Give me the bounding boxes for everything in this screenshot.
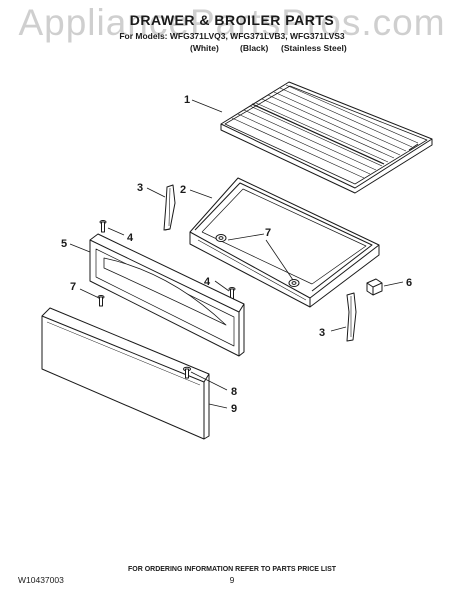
variant-stainless: (Stainless Steel) (281, 43, 347, 53)
callout-panel: 9 (231, 403, 237, 415)
callout-left-screw: 7 (70, 281, 76, 293)
variant-black: (Black) (240, 43, 269, 53)
leader-lines (69, 99, 404, 409)
callout-drawer: 2 (180, 184, 186, 196)
ordering-info: FOR ORDERING INFORMATION REFER TO PARTS … (127, 566, 337, 573)
variant-white: (White) (190, 43, 219, 53)
callout-rack: 1 (184, 94, 190, 106)
drawer-panel (41, 307, 210, 440)
model-list: For Models: WFG371LVQ3, WFG371LVB3, WFG3… (119, 31, 345, 41)
left-screw (97, 295, 105, 307)
document-number: W10437003 (18, 575, 64, 585)
callout-panel-screw: 8 (231, 386, 237, 398)
drawer-stop (366, 278, 383, 296)
left-drawer-slide (163, 184, 176, 231)
mid-screw (228, 287, 236, 300)
callout-upper-screw: 4 (127, 232, 134, 244)
broiler-drawer (189, 177, 380, 308)
right-drawer-slide (346, 292, 357, 342)
callout-mid-screw: 4 (204, 276, 211, 288)
callout-roller-a: 7 (265, 227, 271, 239)
callout-left-slide: 3 (137, 182, 143, 194)
panel-screw (183, 366, 191, 379)
page-number: 9 (229, 575, 235, 585)
callout-stop: 6 (406, 277, 412, 289)
oven-rack (220, 81, 433, 194)
callout-drawer-front: 5 (61, 238, 67, 250)
callout-right-slide: 3 (319, 327, 325, 339)
upper-screw (99, 220, 107, 233)
page-title: DRAWER & BROILER PARTS (129, 12, 335, 28)
drawer-front (89, 233, 245, 357)
